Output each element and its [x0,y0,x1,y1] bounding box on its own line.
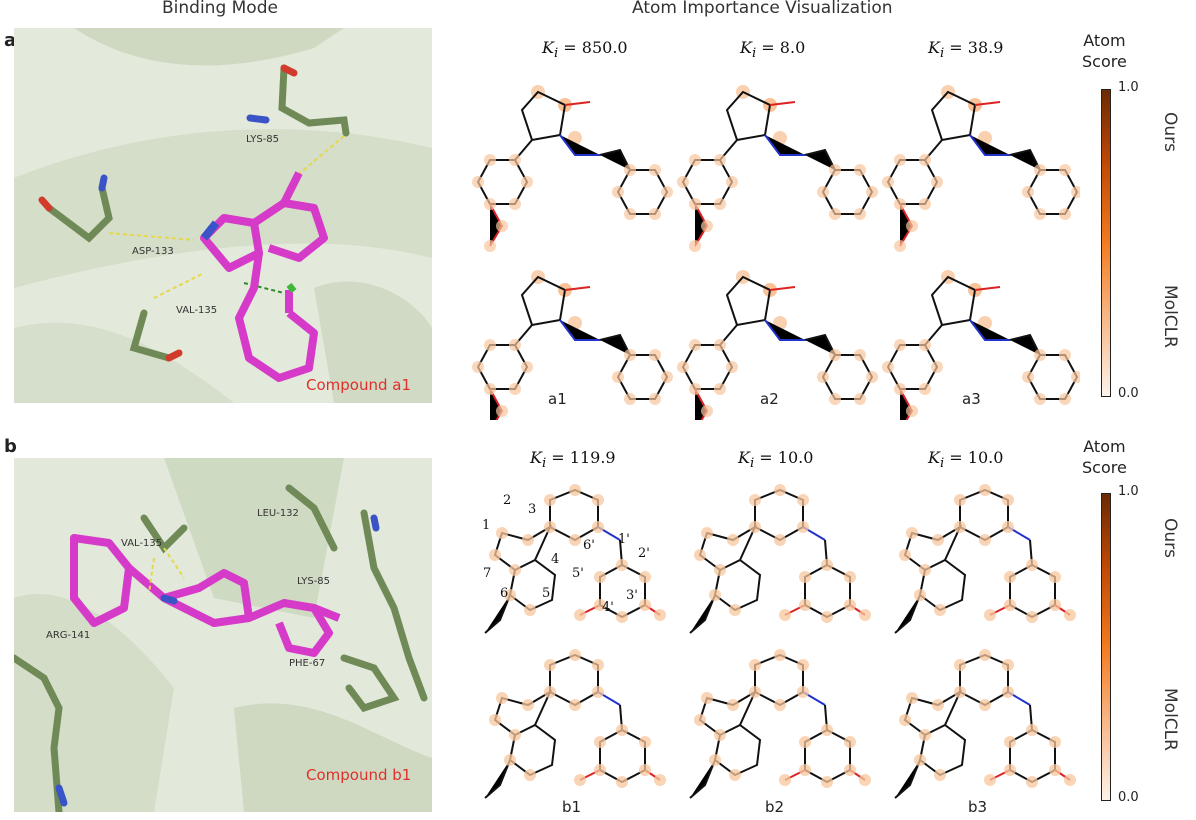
panel-b-label: b [4,436,17,457]
compound-a1-label: Compound a1 [306,376,411,394]
residue-label-leu132: LEU-132 [257,508,299,519]
caption-a1: a1 [548,390,567,408]
ki-label-b3: Ki = 10.0 [928,448,1004,472]
molecule-grid-a [471,84,1080,420]
atom-number-7: 7 [483,566,492,581]
colorbar-a [1101,89,1111,397]
binding-mode-header: Binding Mode [162,0,278,18]
atom-number-6: 6 [500,586,509,601]
atom-importance-header: Atom Importance Visualization [632,0,893,18]
compound-b1-label: Compound b1 [306,766,412,784]
row-label-molclr-a: MolCLR [1160,285,1180,348]
atom-number-4: 4 [551,552,560,567]
row-label-molclr-b: MolCLR [1160,688,1180,751]
residue-label-arg141: ARG-141 [46,630,91,641]
atom-number-1: 1 [482,518,491,533]
caption-a3: a3 [962,390,981,408]
ki-label-a3: Ki = 38.9 [928,38,1004,62]
row-label-ours-a: Ours [1160,112,1180,153]
protein-structure-b [14,458,432,812]
colorbar-b-max: 1.0 [1118,484,1139,499]
atom-number-3p: 3' [626,588,638,603]
caption-b1: b1 [562,798,582,816]
binding-mode-image-b: LEU-132 VAL-135 LYS-85 ARG-141 PHE-67 Co… [14,458,432,812]
colorbar-a-max: 1.0 [1118,80,1139,95]
residue-label-lys85-b: LYS-85 [297,576,331,587]
residue-label-val135-b: VAL-135 [121,538,163,549]
binding-mode-image-a: LYS-85 ASP-133 VAL-135 Compound a1 [14,28,432,403]
atom-number-6p: 6' [583,538,595,553]
row-label-ours-b: Ours [1160,518,1180,559]
colorbar-b [1101,493,1111,801]
residue-label-lys85: LYS-85 [246,134,280,145]
caption-b2: b2 [765,798,785,816]
caption-a2: a2 [760,390,779,408]
residue-label-phe67: PHE-67 [289,658,326,669]
atom-number-1p: 1' [618,532,630,547]
molecule-grid-b [484,483,1077,799]
colorbar-b-min: 0.0 [1118,790,1139,805]
atom-number-2: 2 [503,493,512,508]
atom-number-5: 5 [542,586,551,601]
ki-label-b1: Ki = 119.9 [530,448,616,472]
atom-number-5p: 5' [572,566,584,581]
residue-label-val135: VAL-135 [176,305,218,316]
atom-number-3: 3 [528,502,537,517]
protein-structure-a [14,28,432,403]
caption-b3: b3 [968,798,988,816]
ki-label-b2: Ki = 10.0 [738,448,814,472]
atom-number-2p: 2' [638,546,650,561]
atom-number-4p: 4' [602,600,614,615]
ki-label-a2: Ki = 8.0 [740,38,806,62]
residue-label-asp133: ASP-133 [132,246,174,257]
panel-a-label: a [4,30,17,51]
ki-label-a1: Ki = 850.0 [542,38,628,62]
colorbar-a-min: 0.0 [1118,386,1139,401]
